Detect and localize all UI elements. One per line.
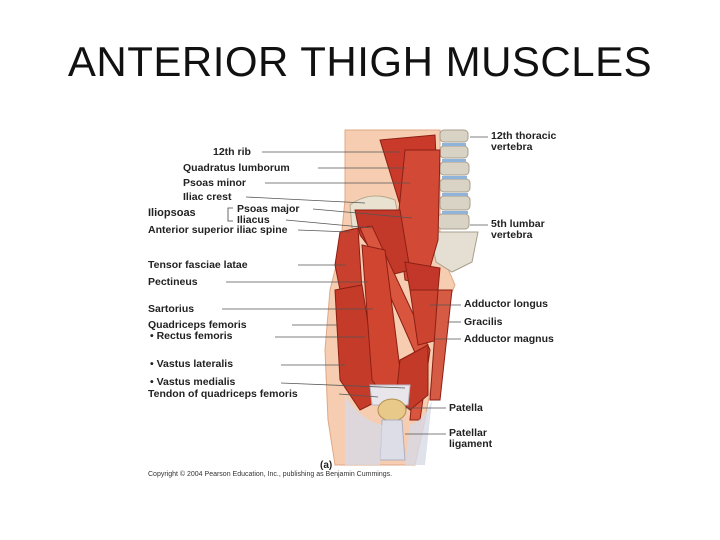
label-12th-rib: 12th rib bbox=[213, 146, 251, 158]
gracilis bbox=[429, 289, 453, 401]
label-psoas-minor: Psoas minor bbox=[183, 177, 247, 189]
label-5th-lumbar-vertebra: vertebra bbox=[491, 229, 533, 241]
label-patellar-ligament: ligament bbox=[449, 438, 493, 450]
patellar-ligament bbox=[379, 419, 406, 461]
label-5th-lumbar: 5th lumbar bbox=[491, 218, 545, 230]
label-iliopsoas: Iliopsoas bbox=[148, 207, 196, 219]
label-anterior-superior-iliac-spine: Anterior superior iliac spine bbox=[148, 224, 288, 236]
iliopsoas-bracket bbox=[227, 207, 233, 222]
slide-title: ANTERIOR THIGH MUSCLES bbox=[67, 38, 653, 85]
label-psoas-major: Psoas major bbox=[237, 203, 300, 215]
label-12th-thoracic: 12th thoracic bbox=[491, 130, 557, 142]
patella bbox=[377, 398, 407, 422]
right-leader-lines bbox=[405, 136, 488, 435]
knee-fascia-medial bbox=[405, 400, 432, 465]
left-leader-lines bbox=[222, 151, 413, 398]
knee-fascia bbox=[345, 395, 382, 465]
label-adductor-longus: Adductor longus bbox=[464, 298, 548, 310]
panel-label: (a) bbox=[320, 460, 332, 471]
quadriceps-tendon bbox=[369, 384, 411, 406]
label-vastus-lateralis: • Vastus lateralis bbox=[150, 358, 234, 370]
label-tensor-fasciae-latae: Tensor fasciae latae bbox=[148, 259, 248, 271]
label-patella: Patella bbox=[449, 402, 483, 414]
label-vastus-medialis: • Vastus medialis bbox=[150, 376, 236, 388]
label-12th-thoracic-vertebra: vertebra bbox=[491, 141, 533, 153]
label-patellar: Patellar bbox=[449, 427, 487, 439]
copyright-notice: Copyright © 2004 Pearson Education, Inc.… bbox=[148, 471, 393, 478]
label-quadriceps-femoris: Quadriceps femoris bbox=[148, 319, 247, 331]
label-adductor-magnus: Adductor magnus bbox=[464, 333, 554, 345]
label-gracilis: Gracilis bbox=[464, 316, 503, 328]
vertebral-column bbox=[429, 129, 479, 273]
label-quadratus-lumborum: Quadratus lumborum bbox=[183, 162, 290, 174]
label-pectineus: Pectineus bbox=[148, 276, 198, 288]
label-sartorius: Sartorius bbox=[148, 303, 195, 315]
label-iliacus: Iliacus bbox=[237, 214, 270, 226]
label-iliac-crest: Iliac crest bbox=[183, 191, 232, 203]
label-tendon-of-quadriceps-femoris: Tendon of quadriceps femoris bbox=[148, 388, 298, 400]
label-rectus-femoris: • Rectus femoris bbox=[150, 330, 233, 342]
